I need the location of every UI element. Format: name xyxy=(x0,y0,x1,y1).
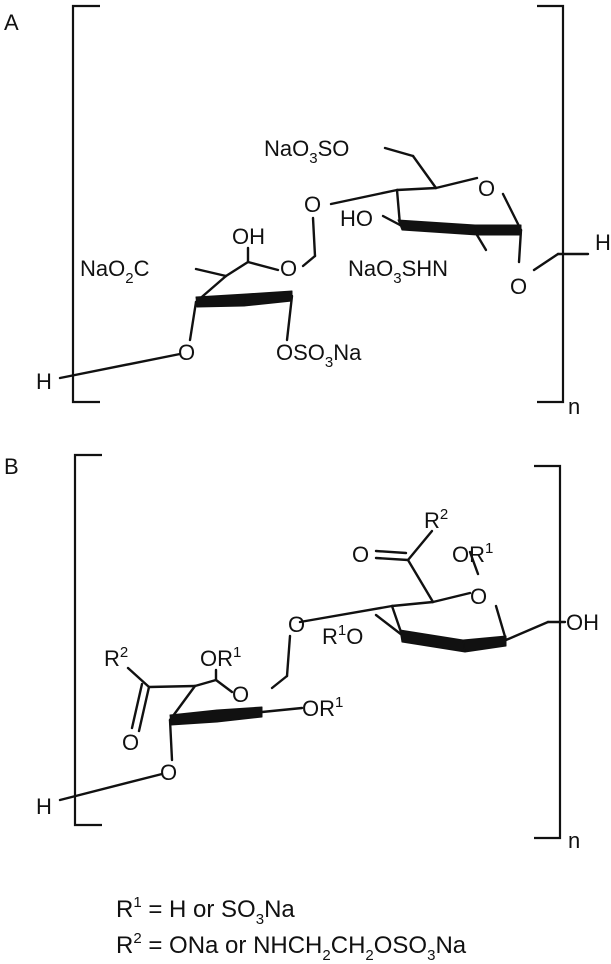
b-left-ring-o-label: O xyxy=(232,682,249,707)
b-r2-top-label: R2 xyxy=(424,506,448,533)
panel-b-label: B xyxy=(4,454,19,479)
b-r1o-label: R1O xyxy=(322,622,363,649)
a-oh-label: OH xyxy=(232,224,265,249)
b-or1-top-label: OR1 xyxy=(452,540,493,567)
panel-a-repeat-n: n xyxy=(568,394,580,419)
legend-r1: R1 = H or SO3Na xyxy=(116,894,295,928)
a-glycosidic-o-label: O xyxy=(304,192,321,217)
panel-a-wedges xyxy=(195,219,522,308)
panel-b-atom-labels: R2 O OR1 O OH O R1O R2 OR1 O OR1 O O H xyxy=(36,506,599,819)
panel-b-left-bracket xyxy=(73,453,102,827)
a-carboxylate-label: NaO2C xyxy=(80,256,150,287)
b-right-ring-o-label: O xyxy=(470,584,487,609)
b-or1-low-label: OR1 xyxy=(302,694,343,721)
panel-a-left-bracket xyxy=(71,4,100,404)
legend: R1 = H or SO3Na R2 = ONa or NHCH2CH2OSO3… xyxy=(116,894,467,964)
a-bottom-o-label: O xyxy=(178,340,195,365)
panel-b: B n xyxy=(4,453,599,853)
panel-b-right-bracket xyxy=(534,464,562,840)
b-end-h-left-label: H xyxy=(36,794,52,819)
panel-a-label: A xyxy=(4,10,19,35)
panel-a-atom-labels: NaO3SO O O HO OH O H NaO2C NaO3SHN O O O… xyxy=(36,136,611,394)
panel-b-wedges xyxy=(169,629,507,726)
b-carbonyl-o-top-label: O xyxy=(352,542,369,567)
a-o-sulfate-label: OSO3Na xyxy=(276,340,362,371)
legend-r2: R2 = ONa or NHCH2CH2OSO3Na xyxy=(116,930,467,964)
a-ho-label: HO xyxy=(340,206,373,231)
a-sulfamate-label: NaO3SHN xyxy=(348,256,448,287)
a-right-ring-o-label: O xyxy=(478,176,495,201)
a-end-h-left-label: H xyxy=(36,369,52,394)
panel-a: A n xyxy=(4,4,611,419)
b-link-o-label: O xyxy=(288,612,305,637)
a-anomeric-o-label: O xyxy=(510,274,527,299)
b-or1-mid-label: OR1 xyxy=(200,644,241,671)
b-carbonyl-o-left-label: O xyxy=(122,730,139,755)
panel-b-bonds xyxy=(58,529,567,802)
a-left-ring-o-label: O xyxy=(280,256,297,281)
panel-a-bonds xyxy=(58,146,590,380)
b-oh-end-label: OH xyxy=(566,610,599,635)
a-sulfate-ester-label: NaO3SO xyxy=(264,136,349,167)
b-r2-left-label: R2 xyxy=(104,644,128,671)
panel-a-right-bracket xyxy=(537,4,565,404)
b-bottom-o-label: O xyxy=(160,760,177,785)
a-end-h-right-label: H xyxy=(595,230,611,255)
panel-b-repeat-n: n xyxy=(568,828,580,853)
